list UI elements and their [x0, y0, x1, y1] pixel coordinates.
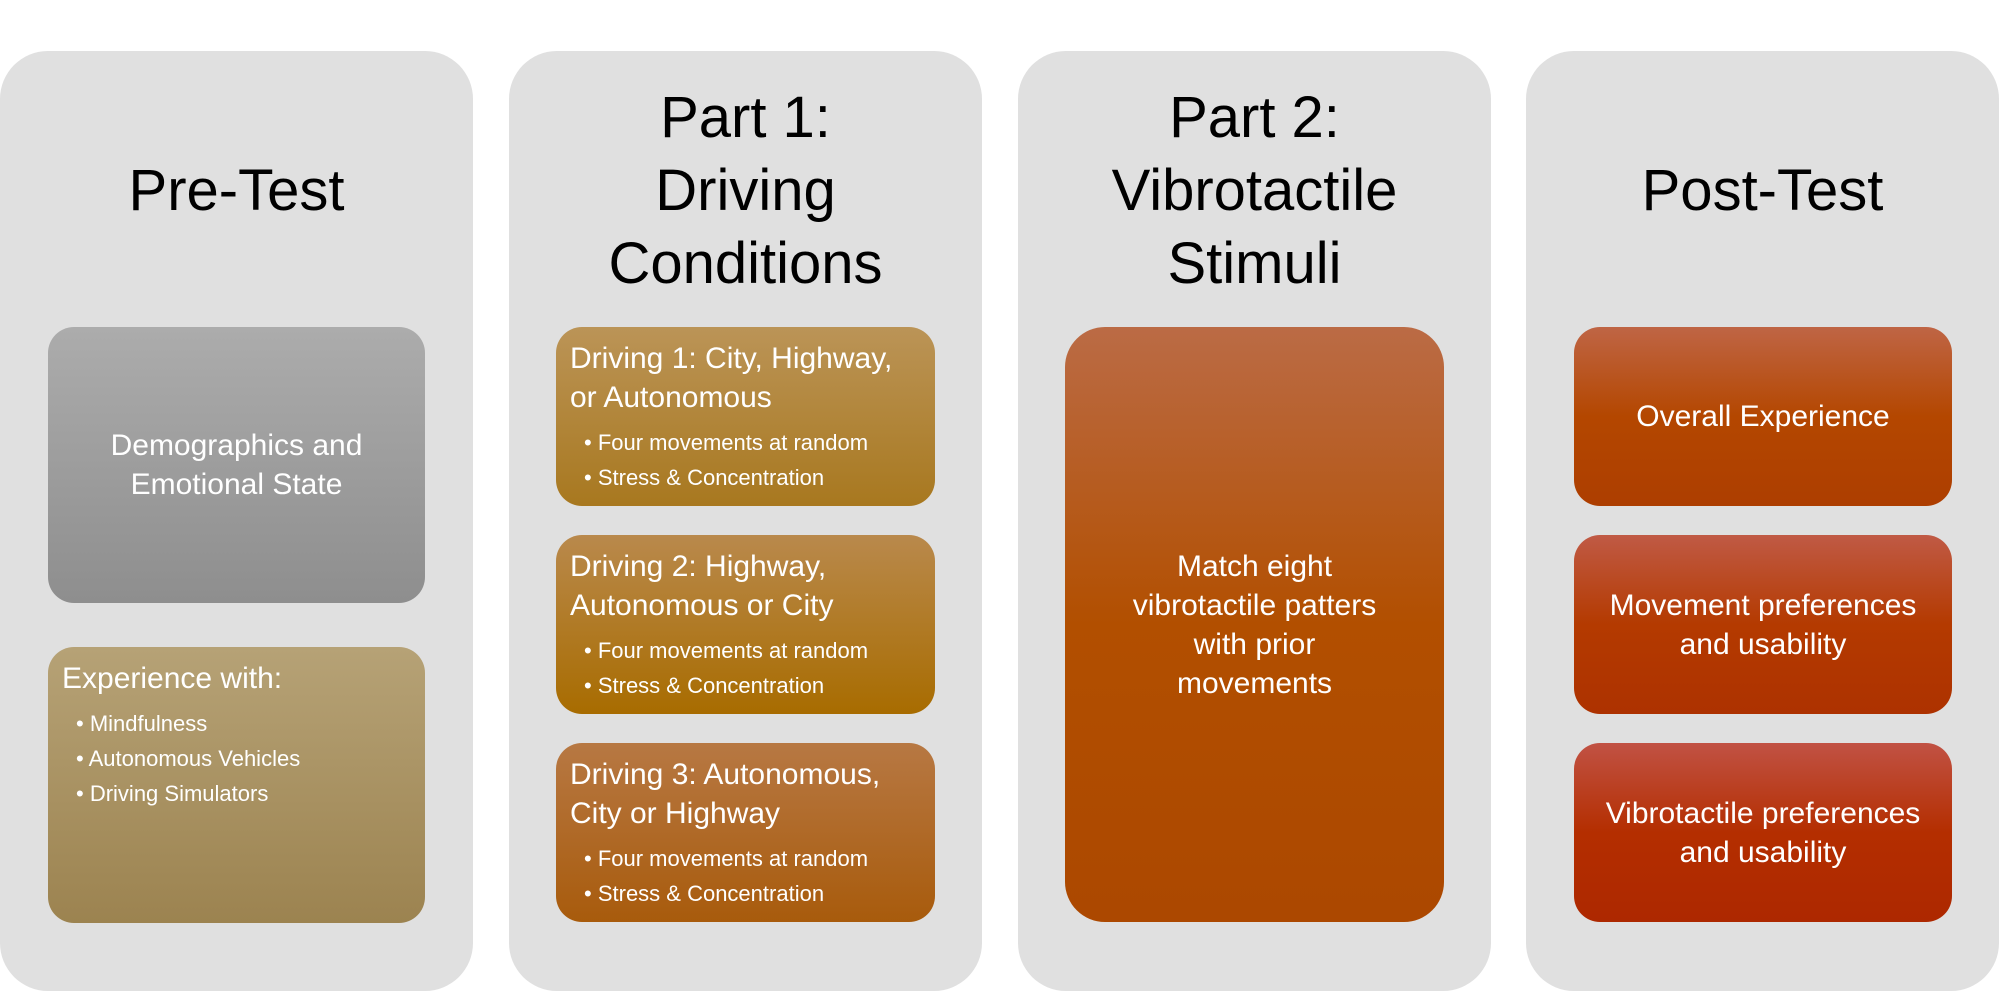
bullet-item: Autonomous Vehicles: [76, 741, 411, 776]
bullet-list: Four movements at random Stress & Concen…: [570, 633, 921, 703]
panel-title-line: Conditions: [608, 231, 883, 296]
panel-title-line: Driving: [655, 158, 836, 223]
driving-3-box: Driving 3: Autonomous, City or Highway F…: [556, 743, 935, 922]
bullet-item: Stress & Concentration: [584, 876, 921, 911]
box-heading: Driving 1: City, Highway, or Autonomous: [570, 342, 893, 414]
box-heading: Driving 3: Autonomous, City or Highway: [570, 758, 881, 830]
bullet-item: Four movements at random: [584, 425, 921, 460]
bullet-item: Driving Simulators: [76, 776, 411, 811]
box-text: Match eight vibrotactile patters with pr…: [1132, 549, 1377, 700]
panel-title: Pre-Test: [128, 158, 345, 223]
movement-preferences-box: Movement preferences and usability: [1574, 535, 1952, 714]
panel-title-line: Part 1:: [660, 85, 831, 150]
demographics-box: Demographics and Emotional State: [48, 327, 425, 603]
box-heading: Driving 2: Highway, Autonomous or City: [570, 550, 834, 622]
bullet-list: Four movements at random Stress & Concen…: [570, 425, 921, 495]
bullet-item: Four movements at random: [584, 841, 921, 876]
experience-box: Experience with: Mindfulness Autonomous …: [48, 647, 425, 923]
bullet-item: Four movements at random: [584, 633, 921, 668]
panel-title-line: Stimuli: [1167, 231, 1342, 296]
panel-title-line: Part 2:: [1169, 85, 1340, 150]
overall-experience-box: Overall Experience: [1574, 327, 1952, 506]
box-text: Movement preferences and usability: [1609, 588, 1917, 661]
bullet-item: Stress & Concentration: [584, 460, 921, 495]
bullet-item: Mindfulness: [76, 706, 411, 741]
panel-title-line: Vibrotactile: [1111, 158, 1398, 223]
driving-1-box: Driving 1: City, Highway, or Autonomous …: [556, 327, 935, 506]
vibrotactile-preferences-box: Vibrotactile preferences and usability: [1574, 743, 1952, 922]
bullet-item: Stress & Concentration: [584, 668, 921, 703]
box-heading: Experience with:: [62, 662, 283, 695]
driving-2-box: Driving 2: Highway, Autonomous or City F…: [556, 535, 935, 714]
box-text: Demographics and Emotional State: [110, 429, 363, 501]
box-text: Vibrotactile preferences and usability: [1605, 796, 1921, 869]
vibrotactile-match-box: Match eight vibrotactile patters with pr…: [1065, 327, 1444, 922]
bullet-list: Four movements at random Stress & Concen…: [570, 841, 921, 911]
panel-title: Post-Test: [1641, 158, 1884, 223]
box-text: Overall Experience: [1636, 400, 1890, 433]
bullet-list: Mindfulness Autonomous Vehicles Driving …: [62, 706, 411, 811]
